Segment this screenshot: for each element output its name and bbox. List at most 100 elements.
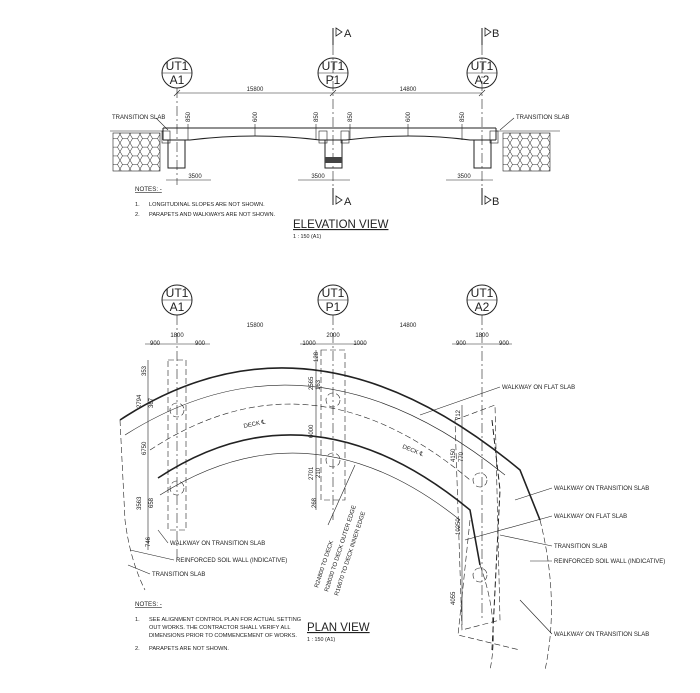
plan-span-2: 14800	[400, 323, 417, 329]
deck-cl-1: DECK ℄	[243, 419, 266, 430]
plan-right-labels: WALKWAY ON FLAT SLAB WALKWAY ON TRANSITI…	[419, 385, 665, 638]
a2-mid: 1800	[475, 333, 489, 339]
depth-3: 850	[314, 111, 320, 122]
lbl-walkway-flat-2: WALKWAY ON FLAT SLAB	[554, 514, 627, 520]
section-marker-b-bottom: B	[481, 188, 499, 208]
depth-6: 850	[460, 111, 466, 122]
plan-grid-a2-top: UT1	[471, 286, 494, 300]
depth-2: 600	[253, 111, 259, 122]
wall-right	[539, 519, 552, 671]
wall-left	[119, 419, 146, 591]
plan-span-1: 15800	[247, 323, 264, 329]
elevation-title: ELEVATION VIEW	[293, 219, 389, 231]
a1-v-1: 2794	[137, 394, 143, 408]
a1-left: 900	[150, 341, 161, 347]
elev-note-1: LONGITUDINAL SLOPES ARE NOT SHOWN.	[149, 202, 265, 208]
deck-outer-edge	[119, 367, 541, 521]
a1-v-3: 6750	[142, 441, 148, 455]
section-marker-a-top: A	[332, 27, 352, 45]
grid-a1-bottom: A1	[170, 73, 185, 87]
pier-p1-column	[324, 139, 343, 169]
elev-footing-dims: 3500 3500 3500	[166, 174, 493, 181]
deck-centreline	[149, 403, 471, 481]
plan-notes: NOTES: - 1. SEE ALIGNMENT CONTROL PLAN F…	[135, 601, 301, 652]
curved-deck	[119, 367, 552, 671]
plan-width-dims: 1800 900 900 2000 1000 1000 1800 900 900	[145, 333, 512, 347]
deck-cl-2: DECK ℄	[401, 444, 424, 458]
p1-v-5: 210	[316, 467, 322, 478]
elev-notes-header: NOTES: -	[135, 186, 162, 193]
plan-view: UT1 A1 UT1 P1 UT1 A2 15800 14800 1800 90…	[119, 284, 665, 671]
plan-grid-bubble-a1: UT1 A1	[161, 284, 193, 316]
lbl-walkway-transition-1: WALKWAY ON TRANSITION SLAB	[554, 486, 649, 492]
depth-5: 600	[406, 111, 412, 122]
a1-v-6: 746	[146, 536, 152, 547]
elevation-scale: 1 : 150 (A1)	[293, 234, 321, 240]
depth-1: 850	[186, 111, 192, 122]
lbl-walkway-transition-2: WALKWAY ON TRANSITION SLAB	[554, 632, 649, 638]
plan-left-labels: WALKWAY ON TRANSITION SLAB REINFORCED SO…	[127, 529, 287, 578]
a2-left: 900	[456, 341, 467, 347]
footing-2: 3500	[311, 174, 325, 180]
section-a-label-top: A	[344, 28, 352, 40]
plan-grid-p1-bottom: P1	[326, 300, 341, 314]
footing-1: 3500	[188, 174, 202, 180]
plan-title: PLAN VIEW	[307, 622, 370, 634]
plan-note-1-num: 1.	[135, 617, 140, 623]
plan-abutment-a2	[454, 404, 501, 631]
elevation-view: UT1 A1 UT1 P1 UT1 A2 A B	[110, 27, 569, 240]
a2-v-2: 770	[459, 451, 465, 462]
plan-a1-vert-dims: 353 2794 367 6750 3563 658 746	[137, 360, 155, 550]
plan-pier-p1	[320, 349, 346, 501]
elev-transition-slab-left: TRANSITION SLAB	[112, 115, 165, 121]
section-a-label-bottom: A	[344, 196, 352, 208]
grid-bubble-a1: UT1 A1	[161, 57, 193, 89]
a1-v-0: 353	[142, 365, 148, 376]
lbl-walkway-flat-top: WALKWAY ON FLAT SLAB	[502, 385, 575, 391]
a2-right: 900	[499, 341, 510, 347]
plan-grid-a1-top: UT1	[166, 286, 189, 300]
grid-a1-top: UT1	[166, 59, 189, 73]
grid-p1-bottom: P1	[326, 73, 341, 87]
section-marker-a-bottom: A	[332, 188, 352, 208]
p1-v-6: 268	[312, 497, 318, 508]
elevation-span-dims: 15800 14800	[173, 87, 486, 97]
plan-note-2-num: 2.	[135, 646, 140, 652]
p1-v-0: 128	[314, 351, 320, 362]
footing-3: 3500	[457, 174, 471, 180]
lbl-reinforced-wall-r: REINFORCED SOIL WALL (INDICATIVE)	[554, 559, 665, 565]
elev-transition-slab-right: TRANSITION SLAB	[516, 115, 569, 121]
grid-a2-bottom: A2	[475, 73, 490, 87]
transition-slab-right-fill	[502, 132, 551, 172]
a2-v-1: 4150	[451, 448, 457, 462]
a1-right: 900	[195, 341, 206, 347]
p1-v-3: 6000	[309, 424, 315, 438]
lbl-transition-slab-r: TRANSITION SLAB	[554, 544, 607, 550]
a1-v-4: 3563	[137, 496, 143, 510]
transition-slab-left-fill	[112, 132, 161, 172]
plan-grid-a2-bottom: A2	[475, 300, 490, 314]
plan-note-1-line-1: SEE ALIGNMENT CONTROL PLAN FOR ACTUAL SE…	[149, 617, 301, 623]
a2-v-0: 712	[456, 409, 462, 420]
deck-elevation	[162, 127, 497, 141]
plan-grid-a1-bottom: A1	[170, 300, 185, 314]
a2-v-4: 4055	[451, 591, 457, 605]
plan-note-2-line-1: PARAPETS ARE NOT SHOWN.	[149, 646, 229, 652]
p1-right: 1000	[353, 341, 367, 347]
p1-v-1: 2565	[309, 376, 315, 390]
elev-note-2: PARAPETS AND WALKWAYS ARE NOT SHOWN.	[149, 212, 276, 218]
elev-note-2-num: 2.	[135, 212, 140, 218]
elev-note-1-num: 1.	[135, 202, 140, 208]
plan-abutment-a1	[167, 359, 187, 531]
abutment-a1-column	[167, 139, 186, 169]
a1-mid: 1800	[170, 333, 184, 339]
section-b-label-bottom: B	[492, 196, 499, 208]
elev-span-2: 14800	[400, 87, 417, 93]
plan-note-1-line-2: OUT WORKS. THE CONTRACTOR SHALL VERIFY A…	[149, 625, 290, 631]
plan-p1-vert-dims: 128 2565 163 6000 2701 210 268	[309, 350, 322, 510]
section-marker-b-top: B	[481, 27, 499, 45]
plan-grid-bubble-p1: UT1 P1	[317, 284, 349, 316]
elev-depth-labels: 850 600 850 850 600 850	[186, 111, 466, 140]
abutment-a2-column	[473, 139, 492, 169]
